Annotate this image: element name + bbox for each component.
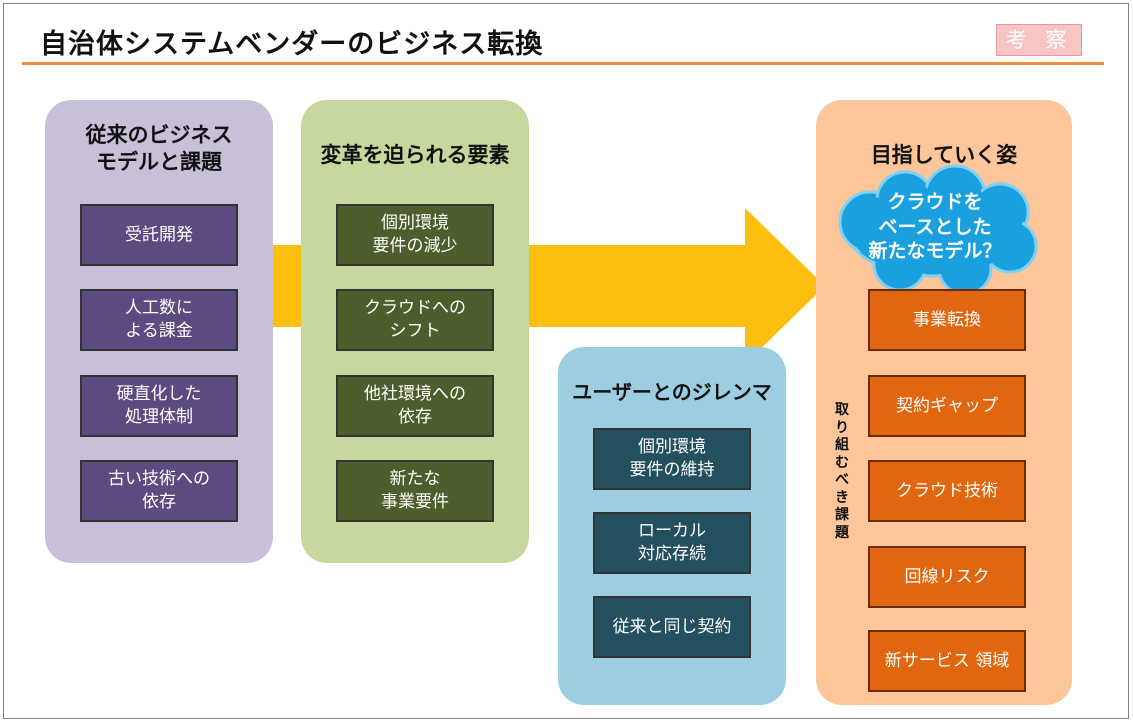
issues-vertical-label-char: 取 bbox=[835, 402, 849, 418]
dilemma-item: 従来と同じ契約 bbox=[593, 596, 751, 658]
issues-vertical-label-char: 題 bbox=[835, 524, 849, 541]
target-issue-item: 事業転換 bbox=[868, 289, 1026, 351]
issues-vertical-label: 取り組むべき課題 bbox=[831, 402, 853, 542]
page-title: 自治体システムベンダーのビジネス転換 bbox=[40, 29, 544, 60]
target-issue-item: クラウド技術 bbox=[868, 460, 1026, 522]
target-state-title: 目指していく姿 bbox=[870, 143, 1018, 167]
target-issue-item: 回線リスク bbox=[868, 546, 1026, 608]
consideration-badge: 考 察 bbox=[996, 24, 1082, 56]
change-drivers-title: 変革を迫られる要素 bbox=[320, 143, 510, 167]
user-dilemma-title: ユーザーとのジレンマ bbox=[572, 380, 772, 404]
title-underline bbox=[22, 62, 1104, 65]
legacy-item: 硬直化した 処理体制 bbox=[80, 375, 238, 437]
change-driver-item: 他社環境への 依存 bbox=[336, 375, 494, 437]
issues-vertical-label-char: り bbox=[835, 419, 849, 436]
target-issue-item: 新サービス 領域 bbox=[868, 630, 1026, 692]
issues-vertical-label-char: べ bbox=[835, 472, 849, 488]
dilemma-item: ローカル 対応存続 bbox=[593, 512, 751, 574]
change-driver-item: クラウドへの シフト bbox=[336, 289, 494, 351]
issues-vertical-label-char: 組 bbox=[835, 437, 849, 453]
dilemma-item: 個別環境 要件の維持 bbox=[593, 428, 751, 490]
legacy-item: 人工数に よる課金 bbox=[80, 289, 238, 351]
change-driver-item: 新たな 事業要件 bbox=[336, 460, 494, 522]
slide-frame bbox=[3, 3, 1129, 719]
issues-vertical-label-char: き bbox=[835, 489, 849, 506]
legacy-model-title: 従来のビジネス モデルと課題 bbox=[85, 123, 233, 175]
issues-vertical-label-char: む bbox=[835, 454, 849, 471]
legacy-item: 古い技術への 依存 bbox=[80, 460, 238, 522]
legacy-item: 受託開発 bbox=[80, 204, 238, 266]
change-driver-item: 個別環境 要件の減少 bbox=[336, 204, 494, 266]
issues-vertical-label-char: 課 bbox=[835, 507, 849, 523]
target-issue-item: 契約ギャップ bbox=[868, 375, 1026, 437]
cloud-model-text: クラウドを ベースとした 新たなモデル？ bbox=[868, 191, 1002, 263]
